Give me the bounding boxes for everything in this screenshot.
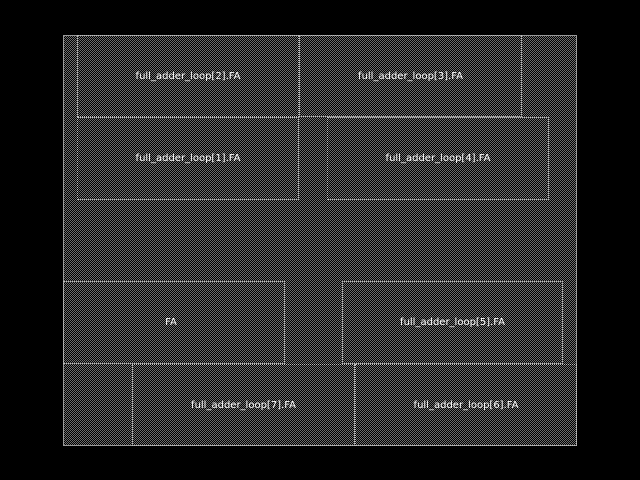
cell-label: full_adder_loop[5].FA <box>400 317 505 328</box>
cell-label: full_adder_loop[6].FA <box>413 399 519 411</box>
cell-full-adder-loop-4[interactable]: full_adder_loop[4].FA <box>327 117 549 200</box>
cell-full-adder-loop-7[interactable]: full_adder_loop[7].FA <box>132 364 355 446</box>
cell-label: full_adder_loop[4].FA <box>385 153 491 164</box>
cell-full-adder-loop-6[interactable]: full_adder_loop[6].FA <box>355 364 577 446</box>
cell-full-adder-loop-2[interactable]: full_adder_loop[2].FA <box>77 35 299 117</box>
cell-fa[interactable]: FA <box>63 281 285 364</box>
cell-label: full_adder_loop[7].FA <box>191 399 296 411</box>
cell-full-adder-loop-3[interactable]: full_adder_loop[3].FA <box>299 35 522 117</box>
cell-full-adder-loop-1[interactable]: full_adder_loop[1].FA <box>77 117 299 200</box>
cell-label: full_adder_loop[2].FA <box>135 70 241 82</box>
die-area <box>63 35 577 446</box>
cell-full-adder-loop-5[interactable]: full_adder_loop[5].FA <box>342 281 563 364</box>
cell-label: full_adder_loop[1].FA <box>135 153 241 164</box>
cell-label: full_adder_loop[3].FA <box>358 70 463 82</box>
cell-label: FA <box>165 317 177 328</box>
